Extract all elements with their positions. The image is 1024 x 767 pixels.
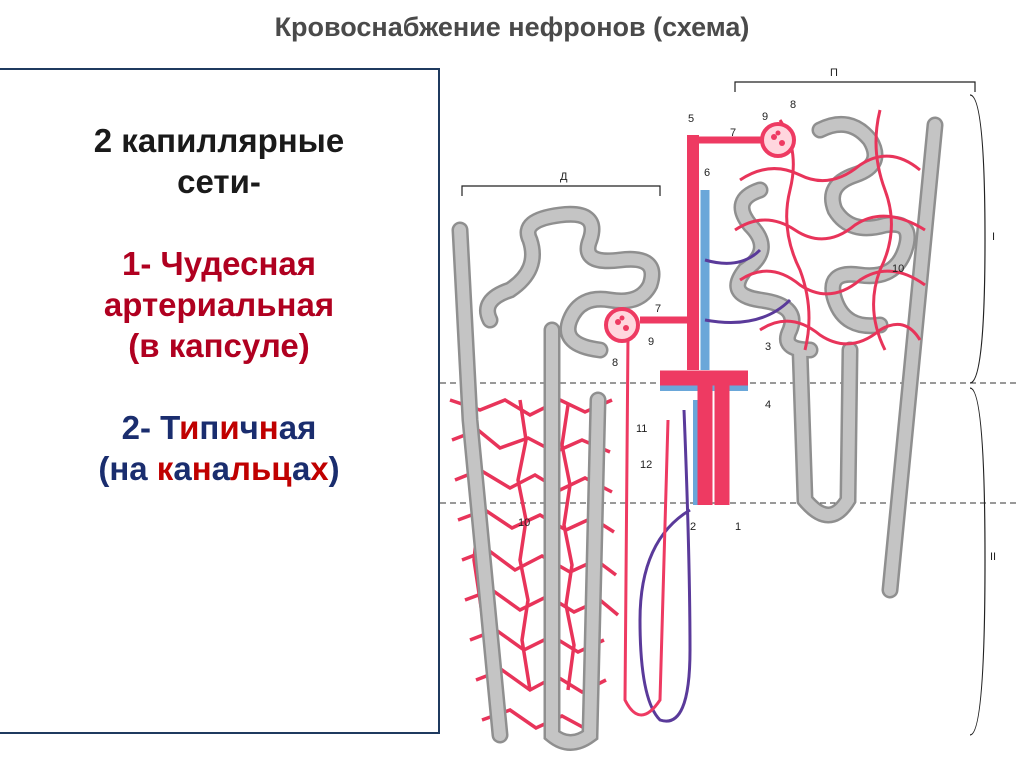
label-zone-1: I [992,231,995,243]
label-4: 4 [765,399,771,411]
label-7: 7 [655,303,661,315]
label-10: 10 [518,517,530,529]
bracket-zone-1 [970,95,985,383]
vasa-recta-arterial [625,335,668,715]
label-3: 3 [765,341,771,353]
label-6: 6 [704,167,710,179]
item3-seg: х [310,450,328,487]
item2-seg: ая [279,409,317,446]
label-5: 5 [688,113,694,125]
item3-line: (на канальцах) [0,448,438,489]
label-zone-2: II [990,551,996,563]
item3-seg: а [212,450,230,487]
nephron-blood-supply-diagram: Д П I II А 1 2 3 4 5 6 7 7 8 8 9 9 10 10… [440,60,1024,767]
heading-line-1: 2 капиллярные [0,120,438,161]
label-11: 11 [636,423,647,435]
label-1: 1 [735,521,741,533]
glomerulus-juxtamedullary [606,309,638,341]
item2-seg: и [219,409,239,446]
item3-seg: к [157,450,174,487]
label-10: 10 [892,263,904,275]
item2-seg: и [179,409,199,446]
item1-line-3: (в капсуле) [0,325,438,366]
item2-seg: н [259,409,279,446]
heading-line-2: сети- [0,161,438,202]
item3-seg: льц [230,450,292,487]
slide-title: Кровоснабжение нефронов (схема) [0,12,1024,43]
item3-seg: а [173,450,191,487]
item2-seg: п [199,409,219,446]
label-d: Д [560,171,568,183]
bracket-p [735,82,975,92]
label-12: 12 [640,459,652,471]
glomerulus-cortical [762,124,794,156]
label-9: 9 [648,336,654,348]
item2-line: 2- Типичная [0,407,438,448]
item3-seg: (на [98,450,156,487]
label-2: 2 [690,521,696,533]
item1-line-1: 1- Чудесная [0,243,438,284]
item1-line-2: артериальная [0,284,438,325]
item3-seg: н [192,450,212,487]
arcuate-artery [660,378,748,505]
item2-seg: ч [240,409,259,446]
item2-seg: 2- Т [122,409,179,446]
text-panel: 2 капиллярные сети- 1- Чудесная артериал… [0,68,440,734]
bracket-d [462,186,660,196]
item3-seg: ) [329,450,340,487]
label-p: П [830,67,838,79]
label-8: 8 [790,99,796,111]
label-8: 8 [612,357,618,369]
item3-seg: а [292,450,310,487]
bracket-zone-2 [970,388,985,735]
label-7: 7 [730,127,736,139]
label-9: 9 [762,111,768,123]
